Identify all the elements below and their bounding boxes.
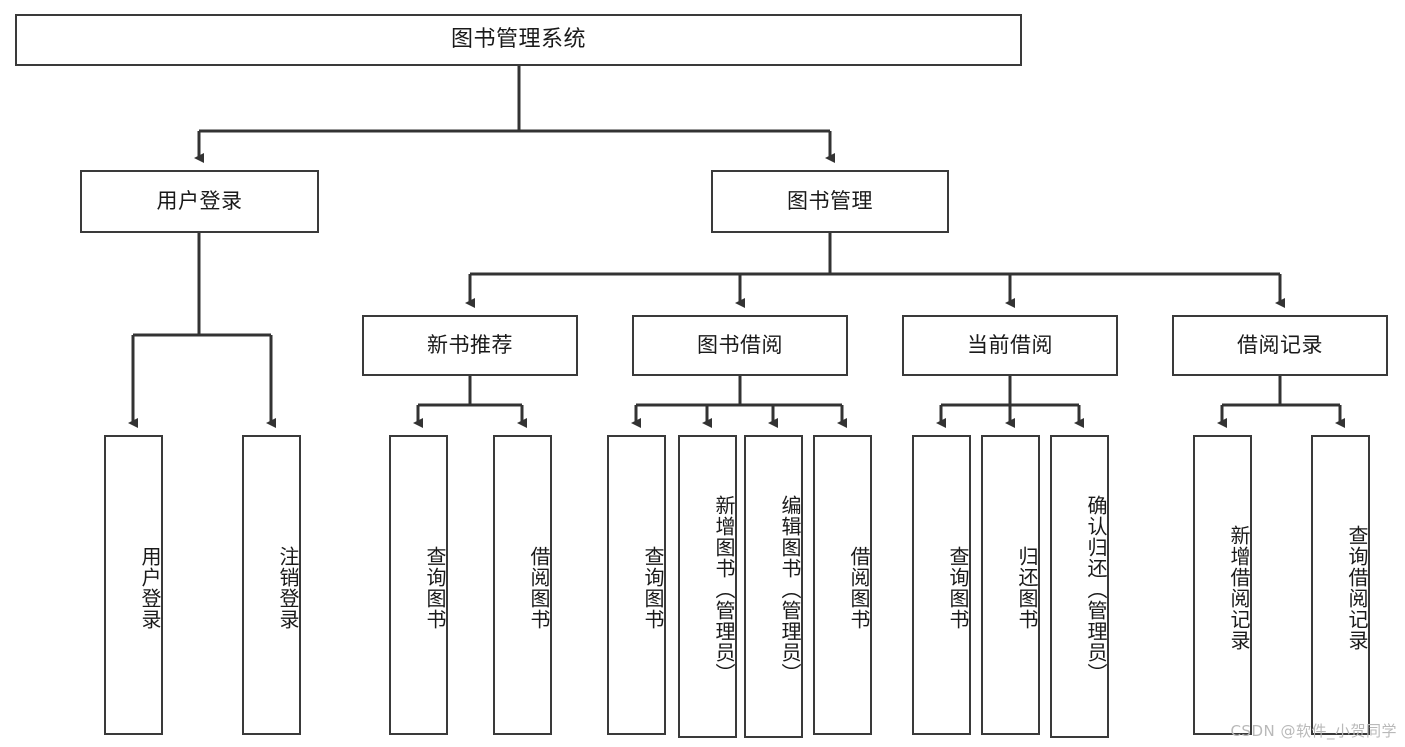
node-leaf-return-book[interactable]: 归还图书 <box>981 435 1040 735</box>
node-new-book-recommend[interactable]: 新书推荐 <box>362 315 578 376</box>
node-leaf-query-book-current[interactable]: 查询图书 <box>912 435 971 735</box>
node-borrow-record-label: 借阅记录 <box>1237 332 1323 357</box>
node-root-system-label: 图书管理系统 <box>450 26 586 52</box>
node-leaf-borrow-book[interactable]: 借阅图书 <box>813 435 872 735</box>
node-root-system[interactable]: 图书管理系统 <box>15 14 1022 66</box>
node-borrow-record[interactable]: 借阅记录 <box>1172 315 1388 376</box>
node-leaf-query-borrow-record[interactable]: 查询借阅记录 <box>1311 435 1370 735</box>
node-user-login[interactable]: 用户登录 <box>80 170 319 233</box>
node-leaf-logout[interactable]: 注销登录 <box>242 435 301 735</box>
node-leaf-query-book-current-label: 查询图书 <box>946 546 970 630</box>
node-book-manage[interactable]: 图书管理 <box>711 170 949 233</box>
node-leaf-edit-book-label: 编辑图书（管理员） <box>778 495 802 684</box>
node-leaf-return-book-label: 归还图书 <box>1015 546 1039 630</box>
node-leaf-add-book[interactable]: 新增图书（管理员） <box>678 435 737 738</box>
node-leaf-add-book-label: 新增图书（管理员） <box>712 495 736 684</box>
node-new-book-recommend-label: 新书推荐 <box>427 332 513 357</box>
node-user-login-label: 用户登录 <box>156 188 243 213</box>
node-leaf-confirm-return[interactable]: 确认归还（管理员） <box>1050 435 1109 738</box>
node-leaf-confirm-return-label: 确认归还（管理员） <box>1084 495 1108 684</box>
node-leaf-query-book-recommend-label: 查询图书 <box>423 546 447 630</box>
node-book-manage-label: 图书管理 <box>787 188 873 213</box>
node-leaf-edit-book[interactable]: 编辑图书（管理员） <box>744 435 803 738</box>
node-leaf-query-book-borrow-label: 查询图书 <box>641 546 665 630</box>
node-leaf-borrow-book-recommend[interactable]: 借阅图书 <box>493 435 552 735</box>
node-book-borrow[interactable]: 图书借阅 <box>632 315 848 376</box>
node-leaf-user-login[interactable]: 用户登录 <box>104 435 163 735</box>
node-current-borrow-label: 当前借阅 <box>967 332 1053 357</box>
node-current-borrow[interactable]: 当前借阅 <box>902 315 1118 376</box>
node-leaf-borrow-book-label: 借阅图书 <box>847 546 871 630</box>
node-leaf-add-borrow-record[interactable]: 新增借阅记录 <box>1193 435 1252 735</box>
node-leaf-borrow-book-recommend-label: 借阅图书 <box>527 546 551 630</box>
node-book-borrow-label: 图书借阅 <box>697 332 783 357</box>
node-leaf-query-book-borrow[interactable]: 查询图书 <box>607 435 666 735</box>
node-leaf-logout-label: 注销登录 <box>276 546 300 630</box>
node-leaf-add-borrow-record-label: 新增借阅记录 <box>1227 525 1251 651</box>
node-leaf-user-login-label: 用户登录 <box>138 546 162 630</box>
node-leaf-query-borrow-record-label: 查询借阅记录 <box>1345 525 1369 651</box>
node-leaf-query-book-recommend[interactable]: 查询图书 <box>389 435 448 735</box>
